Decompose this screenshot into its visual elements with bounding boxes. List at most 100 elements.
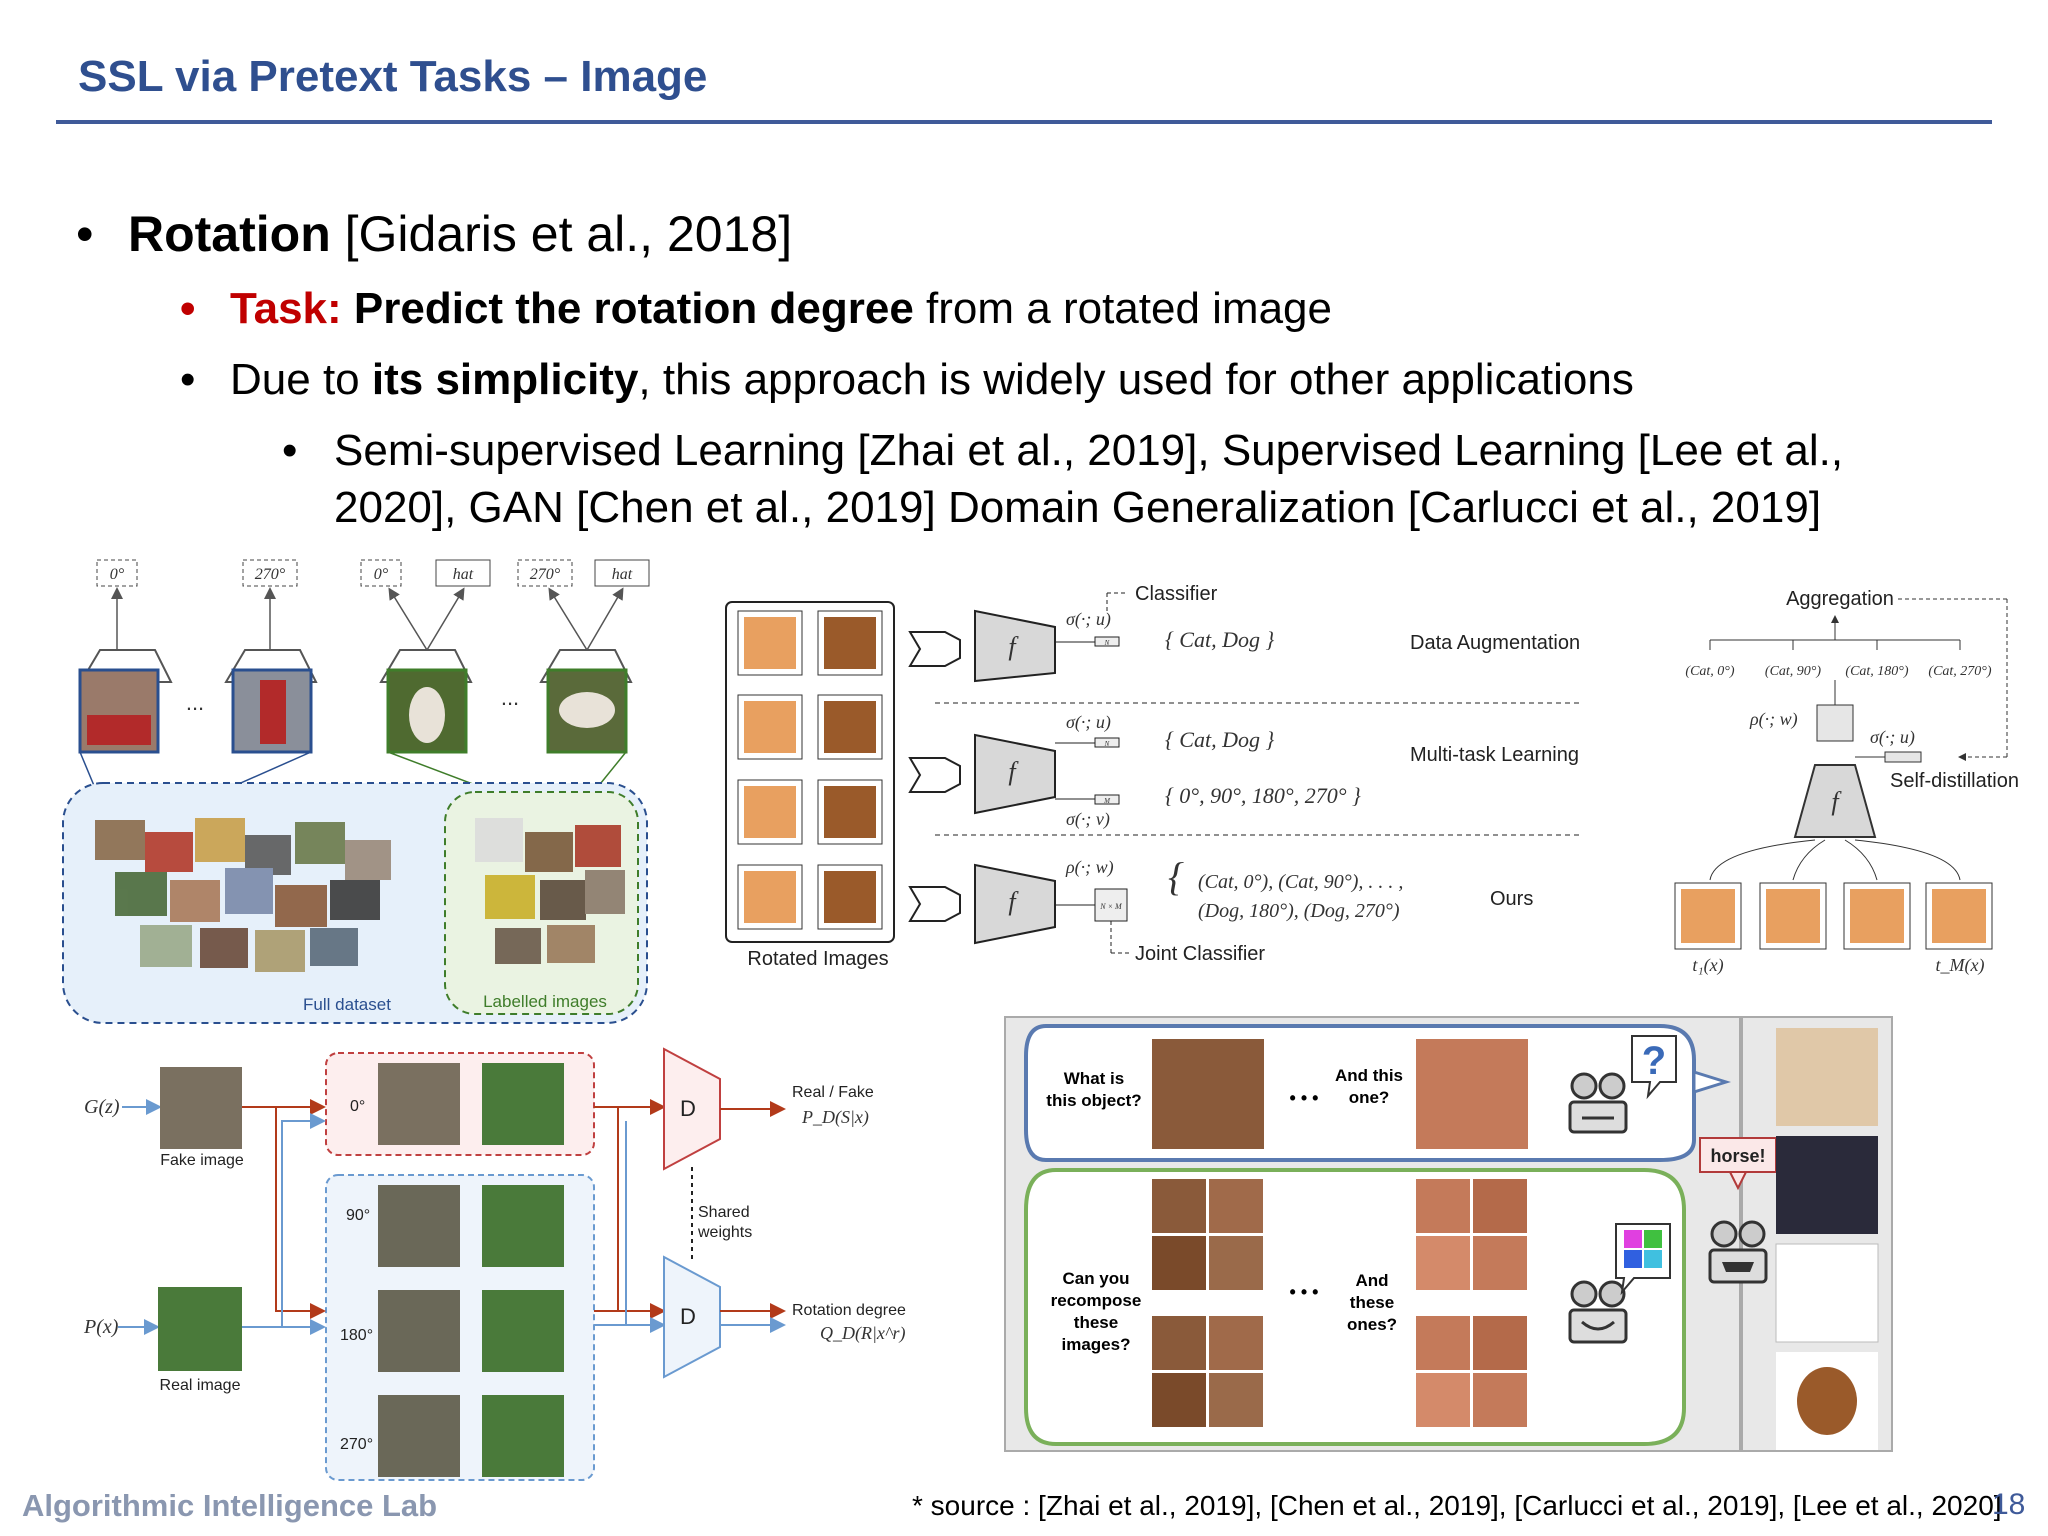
jigsaw-figure: What is this object? • • • And this one?… [1004, 1016, 1893, 1452]
self-distillation-label: Self-distillation [1890, 770, 2019, 792]
rotation-cite: [Gidaris et al., 2018] [330, 206, 793, 262]
title-underline [56, 120, 1992, 124]
deg-270-label: 270° [340, 1436, 373, 1453]
slide-title: SSL via Pretext Tasks – Image [78, 52, 708, 101]
jigsaw-photo-tiles [1152, 1179, 1263, 1427]
agg-cat-0: (Cat, 0°) [1685, 664, 1734, 679]
dim-nm: N × M [1099, 902, 1123, 911]
q2-line2: one? [1349, 1088, 1390, 1107]
horse-painting [1416, 1039, 1528, 1149]
robot-icon-3 [1708, 1220, 1768, 1284]
ellipsis-1: ... [186, 690, 204, 715]
px-label: P(x) [83, 1316, 119, 1338]
rotated-thumbnails [737, 610, 883, 930]
dim-m: M [1103, 797, 1111, 805]
q4-line2: these [1350, 1293, 1394, 1312]
agg-cat-270: (Cat, 270°) [1928, 664, 1991, 679]
apps-line-2: 2020], GAN [Chen et al., 2019] Domain Ge… [334, 483, 1822, 532]
real-image [158, 1287, 242, 1371]
deg-90-label: 90° [346, 1207, 370, 1224]
horse-answer: horse! [1710, 1146, 1765, 1166]
set-joint-1: (Cat, 0°), (Cat, 90°), . . . , [1198, 871, 1403, 893]
q1-line2: this object? [1046, 1091, 1141, 1110]
method-ours: Ours [1490, 888, 1533, 910]
q3-line2: recompose [1051, 1291, 1142, 1310]
gz-label: G(z) [84, 1096, 120, 1118]
set-degrees: { 0°, 90°, 180°, 270° } [1165, 783, 1361, 808]
d-top-label: D [680, 1096, 696, 1121]
tag-0: 0° [110, 566, 125, 583]
f-block-1: f [1008, 632, 1019, 661]
robot-icon-2 [1568, 1280, 1628, 1344]
bullet-dot: • [76, 206, 94, 262]
method-data-aug: Data Augmentation [1410, 632, 1580, 654]
image-collage [95, 818, 625, 972]
rotation-term: Rotation [128, 206, 331, 262]
tag-hat: hat [453, 566, 474, 583]
q4-line3: ones? [1347, 1315, 1397, 1334]
ellipsis-2: ... [501, 685, 519, 710]
method-multitask: Multi-task Learning [1410, 744, 1579, 766]
head-sigma-u-2: σ(·; u) [1066, 712, 1111, 733]
input-thumbnails [78, 668, 628, 754]
source-citation: * source : [Zhai et al., 2019], [Chen et… [912, 1490, 2002, 1521]
rotation-degree-label: Rotation degree [792, 1302, 906, 1319]
classifier-label: Classifier [1135, 583, 1218, 605]
set-cat-dog-2: { Cat, Dog } [1165, 727, 1274, 752]
deg-0-label: 0° [350, 1098, 365, 1115]
f-block-2: f [1008, 757, 1019, 786]
pd-label: P_D(S|x) [801, 1107, 869, 1128]
dots-2: • • • [1290, 1282, 1319, 1302]
supervised-row-3: f N × M ρ(·; w) { (Cat, 0°), (Cat, 90°),… [908, 854, 1533, 965]
real-fake-label: Real / Fake [792, 1084, 874, 1101]
agg-cat-180: (Cat, 180°) [1845, 664, 1908, 679]
q1-line1: What is [1064, 1069, 1124, 1088]
dim-n-1: N [1104, 639, 1110, 647]
supervised-row-1: f N σ(·; u) { Cat, Dog } Data Augmentati… [908, 583, 1580, 683]
simple-pre: Due to [230, 355, 372, 404]
speech-bubble-icon [1631, 1035, 1677, 1100]
horse-photo [1152, 1039, 1264, 1149]
set-joint-2: (Dog, 180°), (Dog, 270°) [1198, 900, 1400, 922]
agg-cat-90: (Cat, 90°) [1765, 664, 1821, 679]
rho-w-label: ρ(·; w) [1749, 709, 1798, 730]
tag-hat-b: hat [612, 566, 633, 583]
task-label: Task: [230, 284, 342, 333]
tag-270: 270° [255, 566, 286, 583]
joint-classifier-label: Joint Classifier [1135, 943, 1265, 965]
tag-270b: 270° [530, 566, 561, 583]
jigsaw-painting-tiles [1416, 1179, 1527, 1427]
horse-painting-thumb [1776, 1028, 1878, 1126]
puzzle-pieces-icon [1624, 1230, 1662, 1268]
simple-rest: , this approach is widely used for other… [638, 355, 1634, 404]
question-mark-icon: ? [1642, 1039, 1666, 1083]
tag-0b: 0° [374, 566, 389, 583]
simple-bold: its simplicity [371, 355, 639, 404]
semi-supervised-figure: 0° 270° 0° hat 270° hat ... ... [62, 559, 650, 1024]
self-distillation-diagram: Aggregation (Cat, 0°) (Cat, 90°) (Cat, 1… [1674, 588, 2019, 976]
full-dataset-label: Full dataset [303, 995, 391, 1014]
q2-line1: And this [1335, 1066, 1403, 1085]
qd-label: Q_D(R|x^r) [820, 1323, 906, 1344]
rotated-images-label: Rotated Images [747, 948, 888, 970]
aggregation-label: Aggregation [1786, 588, 1894, 610]
supervised-row-2: f N M σ(·; u) σ(·; v) { Cat, Dog } { 0°,… [908, 712, 1579, 830]
page-number: 18 [1992, 1488, 2026, 1521]
head-sigma-v: σ(·; v) [1066, 809, 1110, 830]
q3-line1: Can you [1062, 1269, 1129, 1288]
t1-label: t₁(x) [1692, 955, 1723, 976]
q4-line1: And [1355, 1271, 1388, 1290]
f-block-3: f [1008, 887, 1019, 916]
horse-sketch-thumb [1775, 1243, 1879, 1343]
fake-image [160, 1067, 242, 1149]
weights-label: weights [697, 1224, 752, 1241]
real-image-label: Real image [160, 1377, 241, 1394]
tm-label: t_M(x) [1936, 955, 1985, 976]
d-bottom-label: D [680, 1304, 696, 1329]
supervised-figure: Rotated Images f N σ(·; u) { Cat, Dog } … [725, 583, 2019, 976]
set-cat-dog-1: { Cat, Dog } [1165, 627, 1274, 652]
fake-image-label: Fake image [160, 1152, 244, 1169]
rotated-images-panel [725, 601, 895, 943]
labelled-images-label: Labelled images [483, 992, 607, 1011]
q3-line4: images? [1062, 1335, 1131, 1354]
